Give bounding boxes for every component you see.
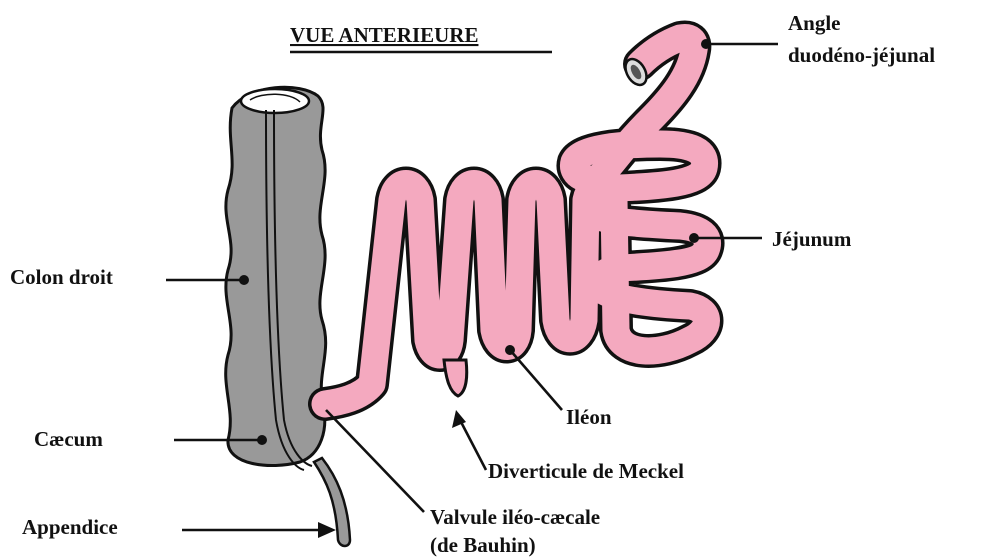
- dot-angle: [701, 39, 711, 49]
- small-intestine-shape: [325, 38, 708, 405]
- label-caecum: Cæcum: [34, 427, 103, 451]
- label-colon-droit: Colon droit: [10, 265, 113, 289]
- leader-ileon: [510, 350, 562, 410]
- dot-jejunum: [689, 233, 699, 243]
- dot-colon: [239, 275, 249, 285]
- label-angle-line2: duodéno-jéjunal: [788, 43, 935, 67]
- label-jejunum: Jéjunum: [772, 227, 852, 251]
- dot-caecum: [257, 435, 267, 445]
- leader-meckel: [460, 420, 486, 470]
- label-ileon: Iléon: [566, 405, 612, 429]
- label-valvule-line1: Valvule iléo-cæcale: [430, 505, 600, 529]
- dot-ileon: [505, 345, 515, 355]
- arrowhead-appendice: [318, 522, 336, 538]
- label-angle-line1: Angle: [788, 11, 841, 35]
- label-appendice: Appendice: [22, 515, 118, 539]
- diagram-title: VUE ANTERIEURE: [290, 23, 478, 47]
- label-valvule-line2: (de Bauhin): [430, 533, 536, 557]
- label-meckel: Diverticule de Meckel: [488, 459, 684, 483]
